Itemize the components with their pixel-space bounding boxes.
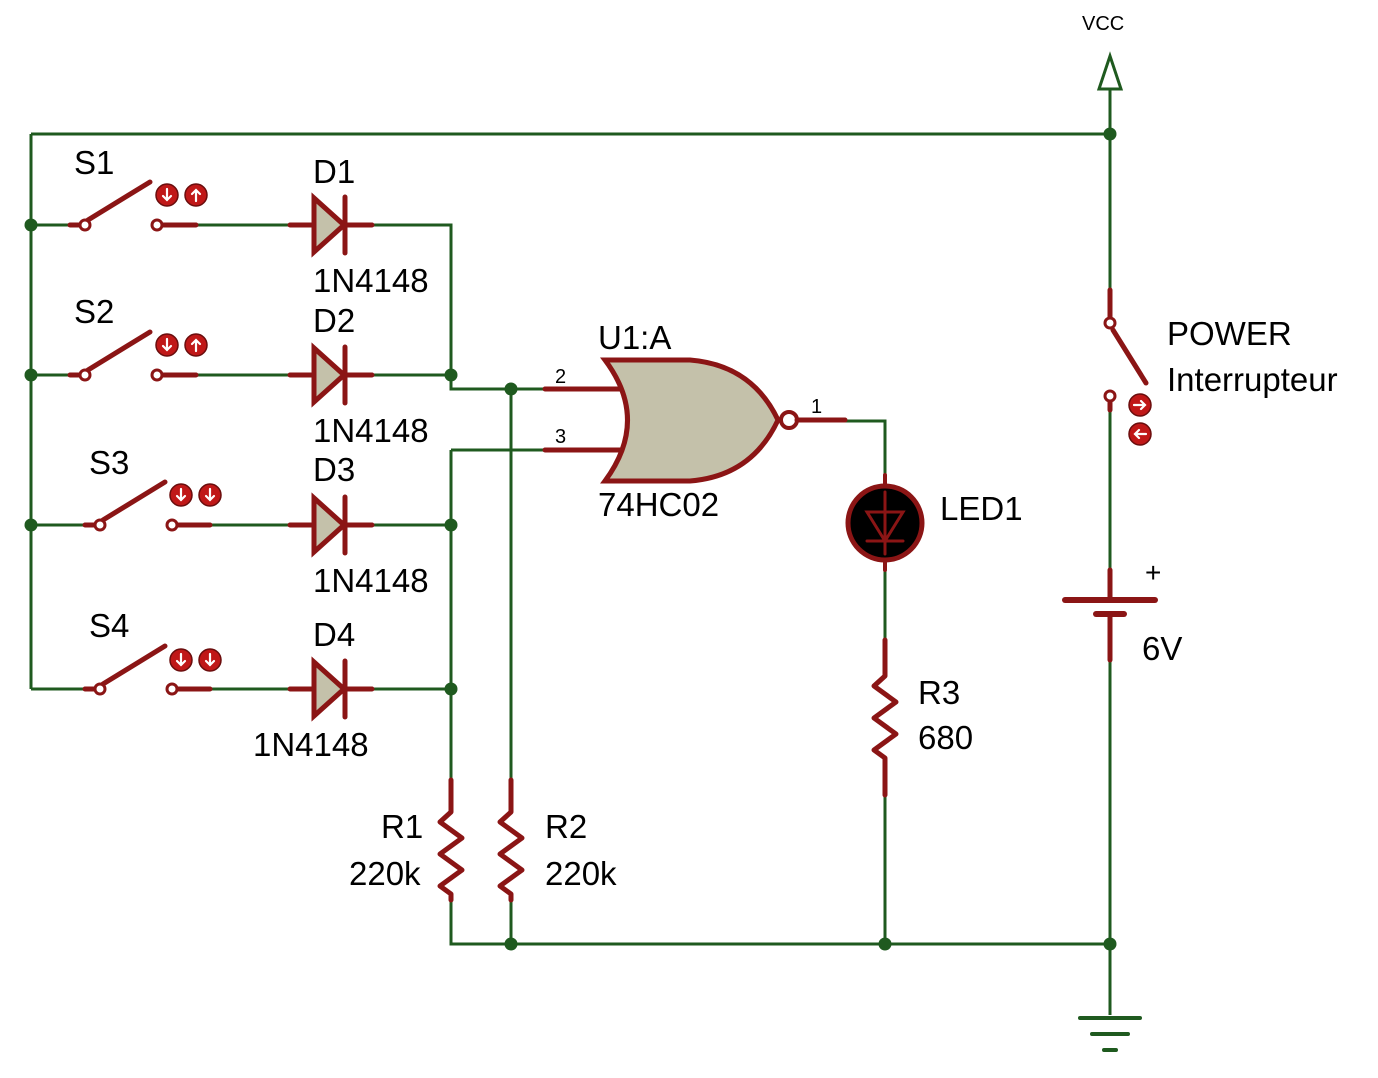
- switch-s4-label: S4: [89, 607, 129, 644]
- resistor-r2[interactable]: R2 220k: [497, 777, 617, 903]
- diode-d1-value: 1N4148: [313, 262, 429, 299]
- diode-d3-value: 1N4148: [313, 562, 429, 599]
- power-switch-ref: POWER: [1167, 315, 1292, 352]
- diode-d3-ref: D3: [313, 451, 355, 488]
- wires: [29, 90, 1112, 1015]
- switch-s3-control-icon[interactable]: [169, 483, 222, 507]
- power-switch-value: Interrupteur: [1167, 361, 1338, 398]
- gate-value: 74HC02: [598, 486, 719, 523]
- gate-pin-2: 2: [555, 366, 566, 388]
- diode-d4[interactable]: D4 1N4148: [253, 616, 375, 763]
- power-switch[interactable]: POWER Interrupteur: [1103, 287, 1338, 446]
- battery-polarity-mark: +: [1145, 557, 1161, 588]
- resistor-r3-ref: R3: [918, 674, 960, 711]
- switch-s1-label: S1: [74, 144, 114, 181]
- resistor-r1-ref: R1: [381, 808, 423, 845]
- switch-s2-label: S2: [74, 293, 114, 330]
- switch-s4-control-icon[interactable]: [169, 648, 222, 672]
- diode-d4-ref: D4: [313, 616, 355, 653]
- led-led1[interactable]: LED1: [845, 473, 1023, 572]
- switch-s2-control-icon[interactable]: [155, 333, 208, 357]
- battery-6v[interactable]: + 6V: [1062, 557, 1182, 667]
- nor-gate-u1a[interactable]: U1:A 74HC02 2 3 1: [542, 319, 848, 523]
- resistor-r3[interactable]: R3 680: [871, 637, 973, 798]
- resistor-r3-value: 680: [918, 719, 973, 756]
- resistor-r1-value: 220k: [349, 855, 421, 892]
- ground-symbol: [1078, 1016, 1142, 1052]
- diode-d2[interactable]: D2 1N4148: [287, 302, 429, 449]
- battery-value: 6V: [1142, 630, 1182, 667]
- switch-s1[interactable]: S1: [67, 144, 208, 232]
- power-switch-control-icon[interactable]: [1128, 393, 1152, 446]
- diode-d1[interactable]: D1 1N4148: [287, 153, 429, 299]
- switch-s3-label: S3: [89, 444, 129, 481]
- led-label: LED1: [940, 490, 1023, 527]
- switch-s2[interactable]: S2: [67, 293, 208, 382]
- diode-d1-ref: D1: [313, 153, 355, 190]
- gate-pin-1: 1: [811, 396, 822, 418]
- resistor-r1[interactable]: R1 220k: [349, 777, 465, 903]
- switch-s1-control-icon[interactable]: [155, 183, 208, 207]
- gate-pin-3: 3: [555, 426, 566, 448]
- switch-s3[interactable]: S3: [82, 444, 222, 532]
- resistor-r2-ref: R2: [545, 808, 587, 845]
- diode-d2-ref: D2: [313, 302, 355, 339]
- gate-ref: U1:A: [598, 319, 671, 356]
- diode-d2-value: 1N4148: [313, 412, 429, 449]
- vcc-terminal: VCC: [1082, 13, 1124, 91]
- junction-dots: [24, 127, 1117, 951]
- vcc-label: VCC: [1082, 13, 1124, 35]
- resistor-r2-value: 220k: [545, 855, 617, 892]
- diode-d3[interactable]: D3 1N4148: [287, 451, 429, 599]
- switch-s4[interactable]: S4: [82, 607, 222, 696]
- diode-d4-value: 1N4148: [253, 726, 369, 763]
